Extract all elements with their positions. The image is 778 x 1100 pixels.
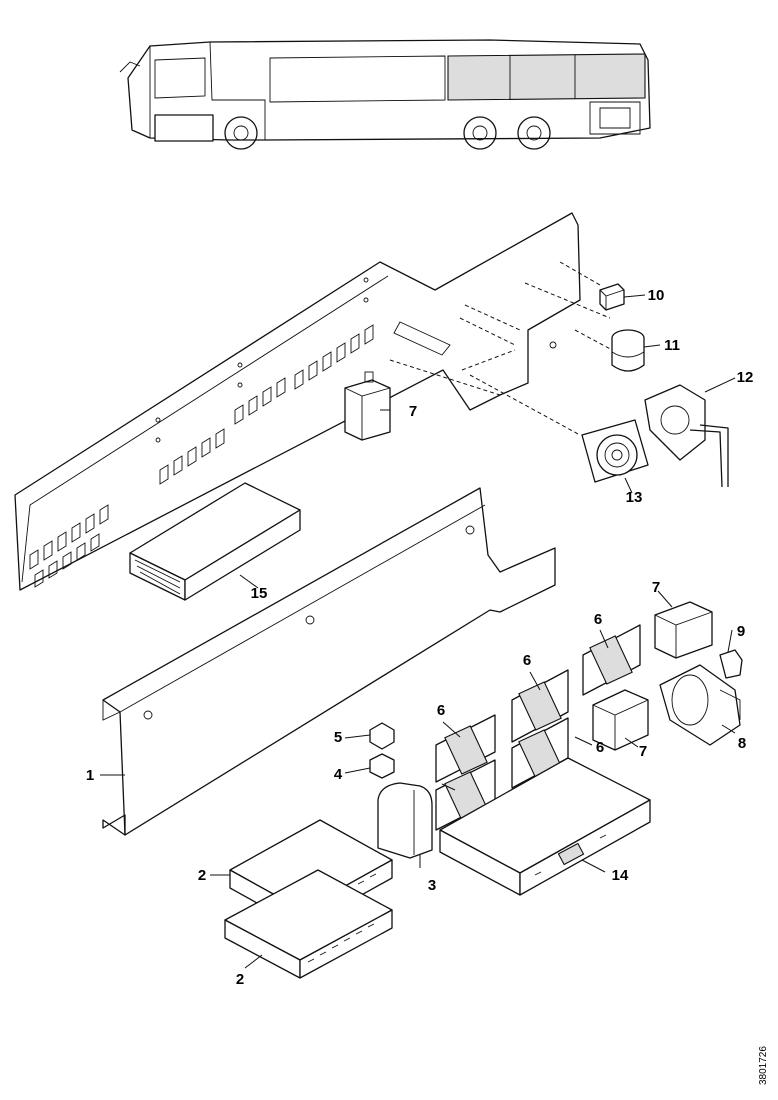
callout-6-d: 6	[596, 739, 604, 756]
callout-13: 13	[626, 489, 643, 506]
leader-lines	[100, 294, 736, 969]
callout-9: 9	[737, 623, 745, 640]
callout-2-lower: 2	[236, 971, 244, 988]
part-10-small-relay	[599, 283, 625, 311]
callout-7-upper: 7	[409, 403, 417, 420]
callout-5: 5	[334, 729, 342, 746]
callout-2-upper: 2	[198, 867, 206, 884]
callout-14: 14	[612, 867, 629, 884]
part-7-relay-right-upper	[654, 601, 713, 659]
part-7-relay-upper	[344, 371, 391, 441]
callout-10: 10	[648, 287, 665, 304]
part-1-mounting-bracket	[102, 487, 556, 836]
callout-7-right-upper: 7	[652, 579, 660, 596]
part-5-cap	[369, 722, 395, 750]
part-2-control-unit-lower	[224, 869, 393, 979]
relay-row	[29, 324, 374, 588]
callout-12: 12	[737, 369, 754, 386]
callout-4: 4	[334, 766, 343, 783]
callout-15: 15	[251, 585, 268, 602]
callout-11: 11	[664, 337, 680, 354]
part-14-junction-box	[439, 757, 651, 896]
reference-code: 3801726	[758, 1046, 769, 1085]
part-3-cover	[377, 782, 433, 859]
callout-labels: 1 2 2 3 4 5 6 6 6 6 7 7 7 8 9 10 11 12 1…	[86, 287, 754, 988]
callout-3: 3	[428, 877, 436, 894]
part-6-connector-plate-b	[511, 669, 569, 743]
part-13-connector-socket	[581, 419, 649, 483]
part-11-buzzer	[611, 329, 645, 372]
part-9-sensor	[719, 649, 743, 679]
part-12-switch	[644, 384, 729, 488]
upper-mounting-panel	[14, 212, 641, 591]
callout-6-b: 6	[523, 652, 531, 669]
callout-7-right-lower: 7	[639, 743, 647, 760]
part-15-electronic-module	[129, 482, 301, 601]
callout-1: 1	[86, 767, 94, 784]
part-6-connector-plate-a	[582, 624, 641, 696]
bus-locator-illustration	[119, 39, 651, 150]
part-8-motor	[659, 664, 741, 746]
callout-6-c: 6	[594, 611, 602, 628]
callout-8: 8	[738, 735, 746, 752]
part-7-relay-right-lower	[592, 689, 649, 751]
callout-6-a: 6	[437, 702, 445, 719]
part-4-cap	[369, 753, 395, 779]
part-6-connector-plate-c	[435, 714, 496, 783]
highlighted-front-area	[154, 114, 214, 142]
